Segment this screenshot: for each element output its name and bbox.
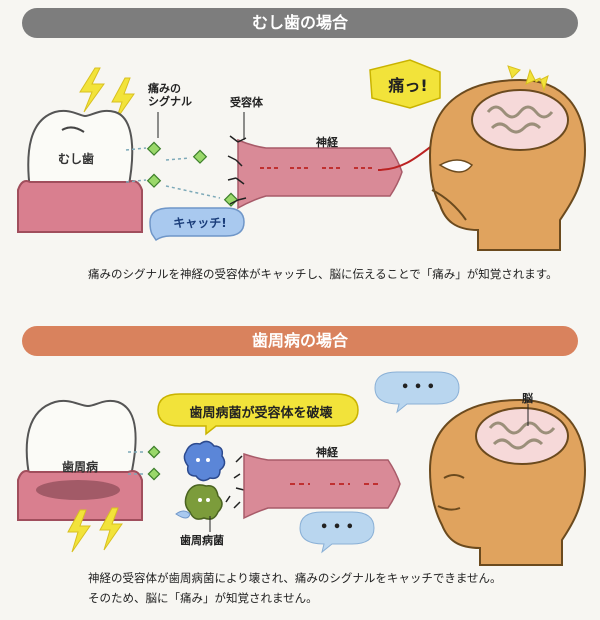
pain-signal-icon xyxy=(146,141,239,207)
signal-label-line2: シグナル xyxy=(148,95,192,108)
catch-bubble: キャッチ! xyxy=(173,216,227,230)
receptor-label: 受容体 xyxy=(230,96,263,109)
tooth-label-2: 歯周病 xyxy=(62,460,99,474)
bacteria-blue-icon xyxy=(183,440,226,482)
section2-title: 歯周病の場合 xyxy=(251,331,348,350)
lightning-icon xyxy=(79,67,135,121)
banner-bubble: 歯周病菌が受容体を破壊 xyxy=(189,406,333,421)
nerve-icon xyxy=(227,135,403,210)
brain-icon xyxy=(475,407,569,465)
nerve-icon xyxy=(243,452,401,520)
tooth-icon xyxy=(27,109,134,191)
pain-signal-icon xyxy=(147,445,161,481)
brain-icon xyxy=(471,89,569,151)
section1-title-banner: むし歯の場合 xyxy=(22,8,578,38)
pain-bubble: 痛っ! xyxy=(388,76,428,95)
tooth-label-1: むし歯 xyxy=(58,152,95,166)
section2-caption-line2: そのため、脳に「痛み」が知覚されません。 xyxy=(88,591,318,605)
dots-bubble-2-shape xyxy=(299,511,375,554)
nerve-label-1: 神経 xyxy=(316,136,338,149)
tooth-icon xyxy=(25,399,137,481)
signal-label-line1: 痛みの xyxy=(148,82,181,95)
broken-receptor-icon xyxy=(225,455,245,509)
bacteria-green-icon xyxy=(184,484,223,520)
pain-bubble-shape xyxy=(369,59,441,109)
lightning-icon xyxy=(67,507,123,553)
section2-caption-line1: 神経の受容体が歯周病菌により壊され、痛みのシグナルをキャッチできません。 xyxy=(88,571,502,585)
pain-burst-icon xyxy=(507,65,549,92)
catch-bubble-shape xyxy=(149,207,245,242)
gum-icon xyxy=(17,470,143,521)
section2-title-banner: 歯周病の場合 xyxy=(22,326,578,356)
dots-bubble-1: • • • xyxy=(401,380,435,395)
brain-label: 脳 xyxy=(522,392,533,405)
nerve-label-2: 神経 xyxy=(316,446,338,459)
dots-bubble-2: • • • xyxy=(320,520,354,535)
signal-label: 痛みの シグナル xyxy=(148,82,192,108)
banner-bubble-shape xyxy=(157,393,359,436)
gum-icon xyxy=(17,180,143,233)
bacteria-label: 歯周病菌 xyxy=(180,534,224,547)
section1-title: むし歯の場合 xyxy=(251,13,348,32)
signal-motion-lines xyxy=(125,147,221,199)
dots-bubble-1-shape xyxy=(374,371,460,414)
section1-caption: 痛みのシグナルを神経の受容体がキャッチし、脳に伝えることで「痛み」が知覚されます… xyxy=(88,267,558,281)
